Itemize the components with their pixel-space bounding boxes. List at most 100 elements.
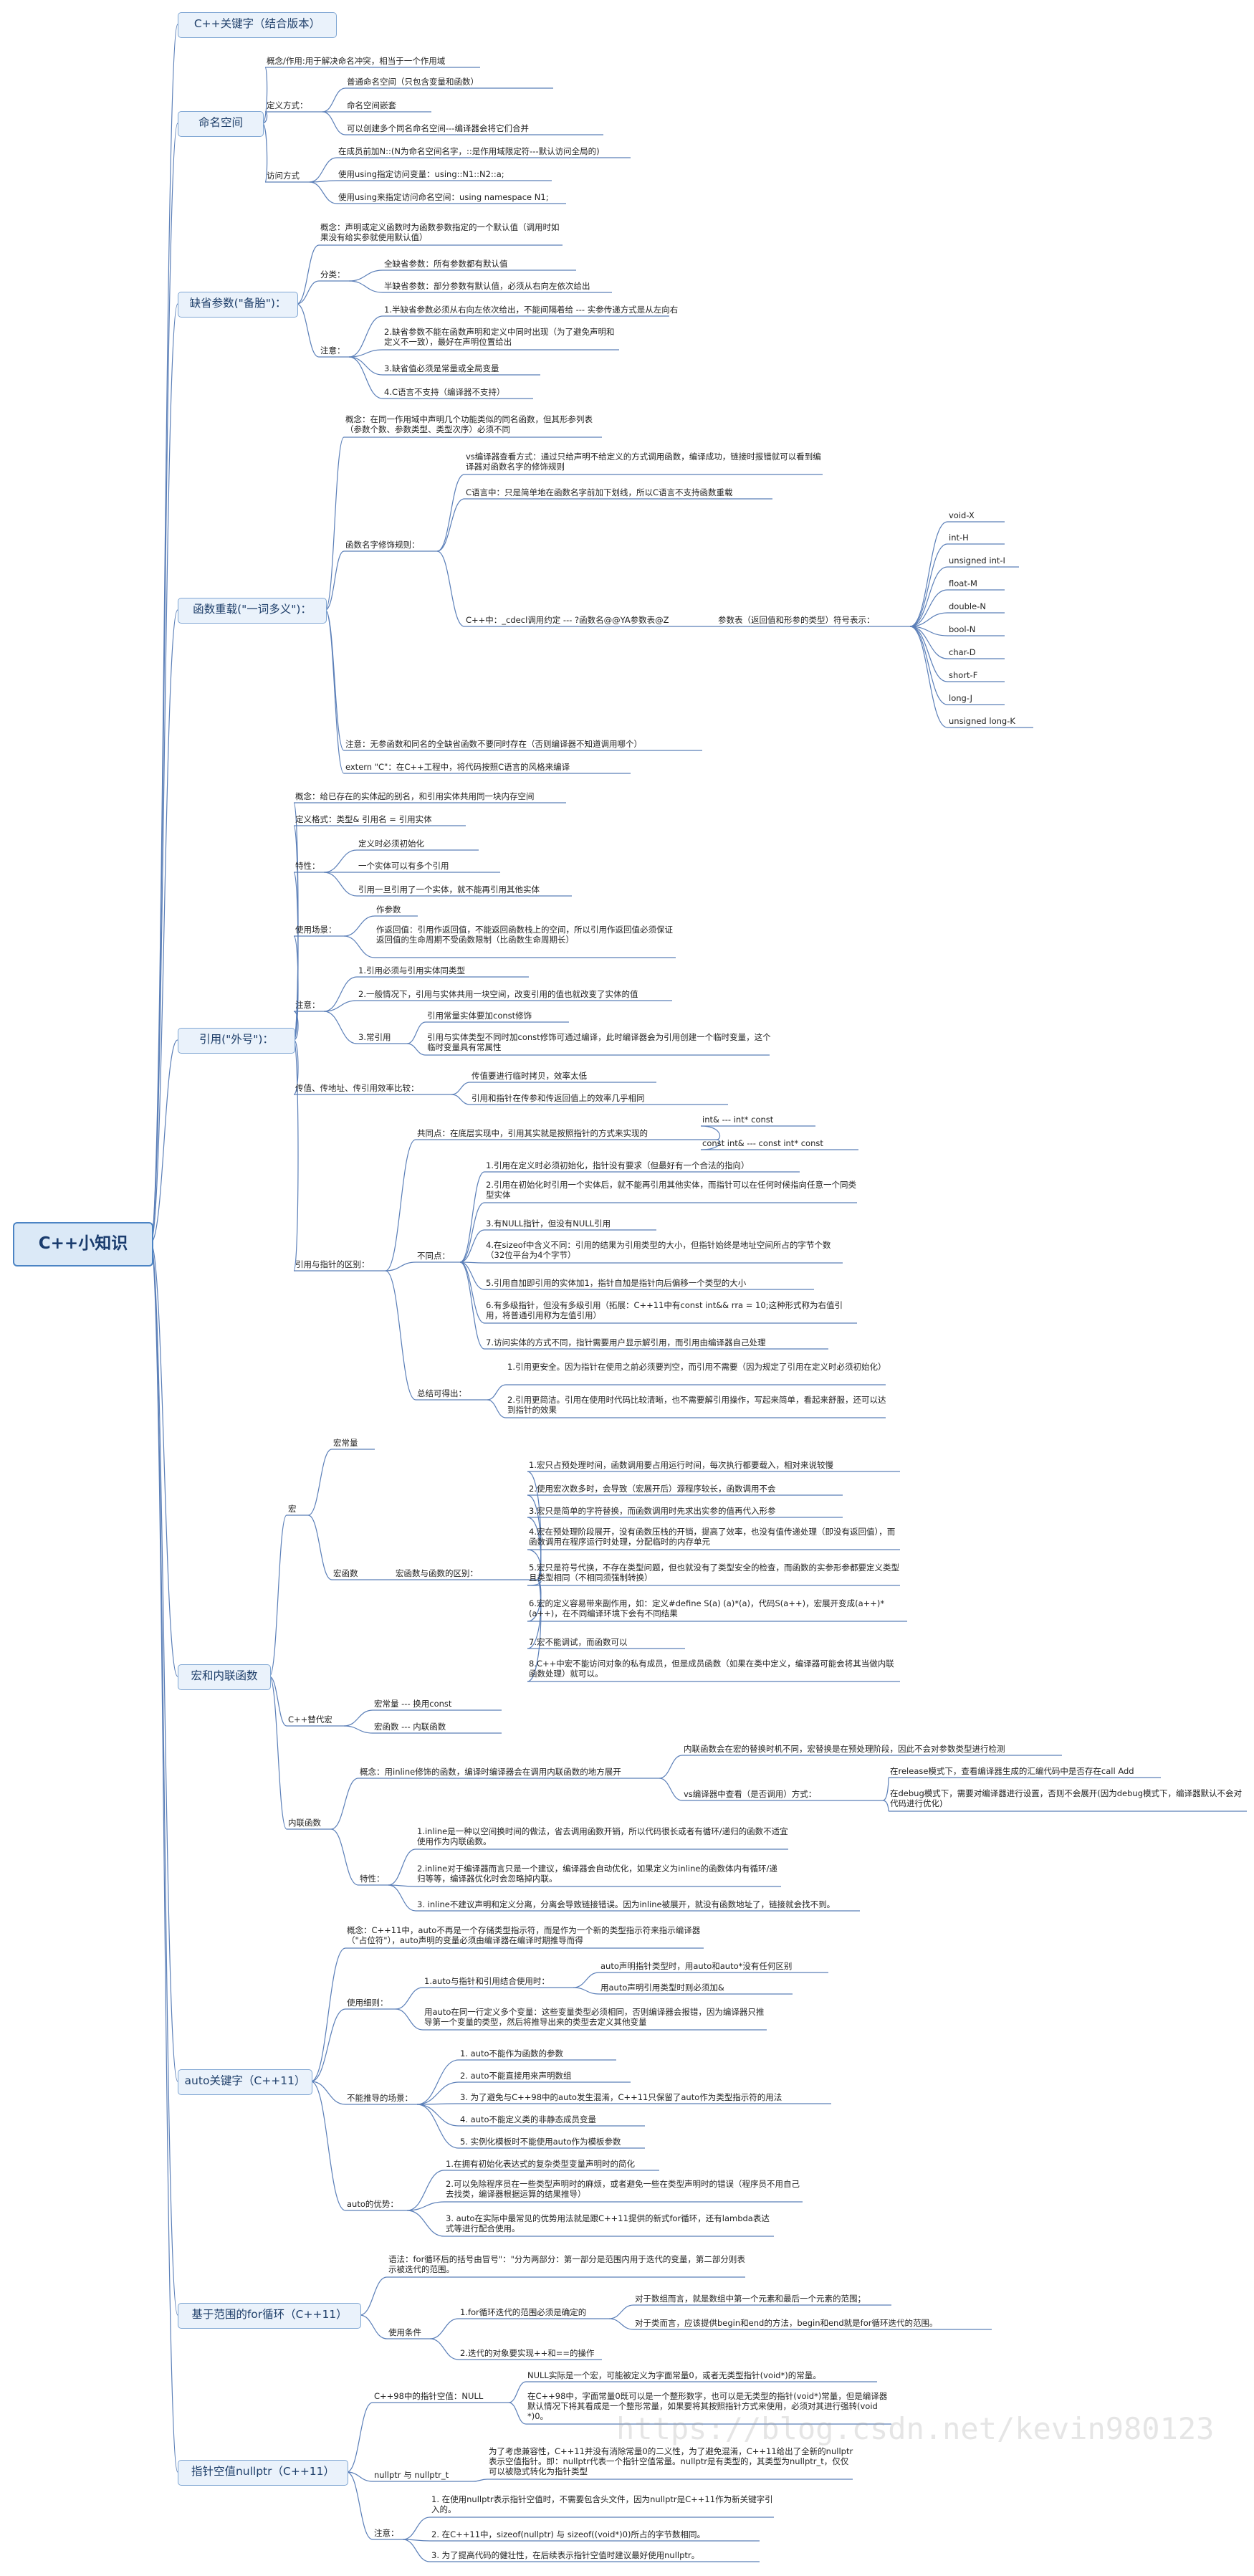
- ol-concept: 概念：在同一作用域中声明几个功能类似的同名函数，但其形参列表（参数个数、参数类型…: [345, 414, 593, 434]
- auto-no-2: 2. auto不能直接用来声明数组: [460, 2071, 572, 2081]
- auto-no-4: 4. auto不能定义类的非静态成员变量: [460, 2114, 597, 2124]
- np-c98-2: 在C++98中，字面常量0既可以是一个整形数字，也可以是无类型的指针(void*…: [527, 2391, 888, 2421]
- ol-sym-double: double-N: [949, 601, 986, 611]
- auto-adv-label: auto的优势：: [347, 2199, 398, 2209]
- inline-concept: 概念：用inline修饰的函数，编译时编译器会在调用内联函数的地方展开: [360, 1767, 621, 1777]
- topic-nullptr: 指针空值nullptr（C++11）: [178, 2460, 348, 2486]
- auto-no-5: 5. 实例化模板时不能使用auto作为模板参数: [460, 2137, 621, 2147]
- auto-adv-1: 1.在拥有初始化表达式的复杂类型变量声明时的简化: [446, 2159, 635, 2169]
- ol-sym-float: float-M: [949, 578, 977, 588]
- ref-diff-5: 5.引用自加即引用的实体加1，指针自加是指针向后偏移一个类型的大小: [486, 1278, 747, 1288]
- ol-vs-rule: vs编译器查看方式：通过只给声明不给定义的方式调用函数，编译成功，链接时报错就可…: [466, 452, 821, 472]
- macro-replace-label: C++替代宏: [288, 1714, 332, 1725]
- ns-access-3: 使用using来指定访问命名空间：using namespace N1;: [338, 192, 549, 202]
- rf-cond-2: 2.迭代的对象要实现++和==的操作: [460, 2348, 595, 2358]
- ref-summary-2: 2.引用更简洁。引用在使用时代码比较清晰，也不需要解引用操作，写起来简单，看起来…: [507, 1395, 886, 1415]
- inline-feature-2: 2.inline对于编译器而言只是一个建议，编译器会自动优化，如果定义为inli…: [417, 1864, 777, 1884]
- auto-combine-1: auto声明指针类型时，用auto和auto*没有任何区别: [600, 1961, 793, 1971]
- ref-const-label: 3.常引用: [358, 1032, 391, 1042]
- ref-feature-2: 一个实体可以有多个引用: [358, 861, 449, 871]
- ref-summary-label: 总结可得出：: [417, 1388, 466, 1398]
- ref-diff2-label: 不同点：: [417, 1251, 450, 1261]
- np-note-label: 注意：: [374, 2528, 399, 2538]
- auto-detail-label: 使用细则：: [347, 1998, 388, 2008]
- ref-diff-6: 6.有多级指针，但没有多级引用（拓展：C++11中有const int&& rr…: [486, 1300, 843, 1320]
- ref-diff-label: 引用与指针的区别：: [295, 1259, 370, 1269]
- topic-macro-inline: 宏和内联函数: [178, 1664, 271, 1690]
- rf-cond-1b: 对于类而言，应该提供begin和end的方法，begin和end就是for循环迭…: [635, 2318, 938, 2328]
- ref-same-2: const int& --- const int* const: [702, 1138, 823, 1148]
- ref-diff-7: 7.访问实体的方式不同，指针需要用户显示解引用，而引用由编译器自己处理: [486, 1337, 766, 1347]
- ol-sym-short: short-F: [949, 670, 978, 680]
- da-class-1: 全缺省参数：所有参数都有默认值: [384, 259, 508, 269]
- ref-note-1: 1.引用必须与引用实体同类型: [358, 965, 465, 975]
- ref-const-2: 引用与实体类型不同时加const修饰可通过编译，此时编译器会为引用创建一个临时变…: [427, 1032, 771, 1052]
- macro-label: 宏: [288, 1504, 297, 1514]
- da-class-2: 半缺省参数：部分参数有默认值，必须从右向左依次给出: [384, 281, 590, 291]
- ns-access-2: 使用using指定访问变量：using::N1::N2::a;: [338, 169, 504, 179]
- macro-const: 宏常量: [333, 1438, 358, 1448]
- ref-usage-label: 使用场景：: [295, 925, 337, 935]
- np-note-2: 2. 在C++11中，sizeof(nullptr) 与 sizeof((voi…: [431, 2529, 705, 2539]
- topic-default-args: 缺省参数("备胎")：: [178, 292, 298, 318]
- ns-def-3: 可以创建多个同名命名空间---编译器会将它们合并: [347, 123, 529, 133]
- np-vs: 为了考虑兼容性，C++11并没有消除常量0的二义性，为了避免混淆，C++11给出…: [489, 2446, 853, 2476]
- rf-cond-1a: 对于数组而言，就是数组中第一个元素和最后一个元素的范围；: [635, 2294, 866, 2304]
- np-c98-label: C++98中的指针空值：NULL: [374, 2391, 484, 2401]
- ref-usage-1: 作参数: [376, 905, 401, 915]
- ol-sym-uint: unsigned int-I: [949, 555, 1005, 566]
- auto-multi: 用auto在同一行定义多个变量：这些变量类型必须相同，否则编译器会报错，因为编译…: [424, 2007, 765, 2027]
- topic-auto: auto关键字（C++11）: [178, 2069, 312, 2095]
- auto-adv-3: 3. auto在实际中最常见的优势用法就是跟C++11提供的新式for循环，还有…: [446, 2213, 770, 2233]
- da-note-label: 注意：: [320, 345, 345, 356]
- ol-mangling-label: 函数名字修饰规则：: [345, 540, 420, 550]
- ref-feature-label: 特性：: [295, 861, 320, 871]
- ref-diff-2: 2.引用在初始化时引用一个实体后，就不能再引用其他实体，而指针可以在任何时候指向…: [486, 1180, 856, 1200]
- topic-namespace: 命名空间: [178, 111, 264, 137]
- auto-no-3: 3. 为了避免与C++98中的auto发生混淆，C++11只保留了auto作为类…: [460, 2092, 782, 2102]
- topic-cpp-keywords: C++关键字（结合版本）: [178, 12, 337, 38]
- inline-expand: 内联函数会在宏的替换时机不同，宏替换是在预处理阶段，因此不会对参数类型进行检测: [684, 1744, 1005, 1754]
- inline-vs-view: vs编译器中查看（是否调用）方式：: [684, 1789, 817, 1799]
- inline-vs-1: 在release模式下，查看编译器生成的汇编代码中是否存在call Add: [890, 1766, 1134, 1776]
- ns-def-1: 普通命名空间（只包含变量和函数）: [347, 77, 479, 87]
- np-note-1: 1. 在使用nullptr表示指针空值时，不需要包含头文件，因为nullptr是…: [431, 2494, 773, 2514]
- auto-combine-2: 用auto声明引用类型时则必须加&: [600, 1983, 724, 1993]
- ref-feature-3: 引用一旦引用了一个实体，就不能再引用其他实体: [358, 884, 540, 895]
- macro-diff-6: 6.宏的定义容易带来副作用，如：定义#define S(a) (a)*(a)，代…: [529, 1598, 885, 1618]
- rf-cond-label: 使用条件: [388, 2327, 421, 2337]
- da-concept: 概念：声明或定义函数时为函数参数指定的一个默认值（调用时如果没有给实参就使用默认…: [320, 222, 560, 242]
- ol-sym-ulong: unsigned long-K: [949, 716, 1015, 726]
- ol-sym-long: long-J: [949, 693, 973, 703]
- ns-concept: 概念/作用:用于解决命名冲突，相当于一个作用域: [267, 56, 446, 66]
- inline-vs-2: 在debug模式下，需要对编译器进行设置，否则不会展开(因为debug模式下，编…: [890, 1788, 1243, 1808]
- inline-feature-3: 3. inline不建议声明和定义分离，分离会导致链接错误。因为inline被展…: [417, 1899, 836, 1909]
- macro-diff-3: 3.宏只是简单的字符替换，而函数调用时先求出实参的值再代入形参: [529, 1506, 776, 1516]
- auto-concept: 概念：C++11中，auto不再是一个存储类型指示符，而是作为一个新的类型指示符…: [347, 1925, 701, 1945]
- rf-cond-1: 1.for循环迭代的范围必须是确定的: [460, 2307, 587, 2317]
- inline-feature-label: 特性：: [360, 1874, 385, 1884]
- da-note-3: 3.缺省值必须是常量或全局变量: [384, 363, 499, 373]
- ref-feature-1: 定义时必须初始化: [358, 839, 424, 849]
- ref-eff-1: 传值要进行临时拷贝，效率太低: [472, 1071, 587, 1081]
- ol-sym-void: void-X: [949, 510, 975, 520]
- da-note-1: 1.半缺省参数必须从右向左依次给出，不能间隔着给 --- 实参传递方式是从左向右: [384, 305, 679, 315]
- auto-combine-label: 1.auto与指针和引用结合使用时：: [424, 1976, 550, 1986]
- topic-reference: 引用("外号")：: [178, 1028, 295, 1054]
- ref-usage-2: 作返回值：引用作返回值，不能返回函数栈上的空间，所以引用作返回值必须保证返回值的…: [376, 925, 673, 945]
- rf-syntax: 语法：for循环后的括号由冒号"："分为两部分：第一部分是范围内用于迭代的变量，…: [388, 2254, 745, 2274]
- auto-no-label: 不能推导的场景：: [347, 2093, 413, 2103]
- ol-c-rule: C语言中：只是简单地在函数名字前加下划线，所以C语言不支持函数重载: [466, 487, 733, 497]
- macro-func: 宏函数: [333, 1568, 358, 1578]
- ref-same-1: int& --- int* const: [702, 1115, 774, 1125]
- da-class-label: 分类：: [320, 269, 345, 280]
- np-vs-label: nullptr 与 nullptr_t: [374, 2470, 449, 2480]
- macro-diff-1: 1.宏只占预处理时间，函数调用要占用运行时间，每次执行都要载入，相对来说较慢: [529, 1460, 833, 1470]
- macro-diff-label: 宏函数与函数的区别：: [396, 1568, 478, 1578]
- topic-overload: 函数重载("一词多义")：: [178, 598, 327, 624]
- ns-access-1: 在成员前加N::(N为命名空间名字，::是作用域限定符---默认访问全局的): [338, 146, 600, 156]
- ref-eff-2: 引用和指针在传参和传返回值上的效率几乎相同: [472, 1093, 645, 1103]
- ol-sym-int: int-H: [949, 533, 969, 543]
